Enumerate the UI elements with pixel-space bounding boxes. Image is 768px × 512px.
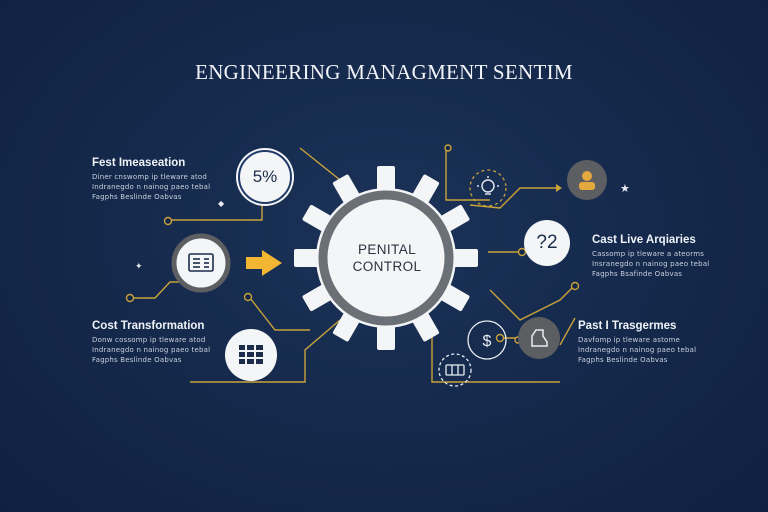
connector-top-right [445,148,490,201]
block-line: Davfomp ip tleware astome [578,336,681,344]
star-icon: ◆ [218,199,225,208]
connector-bottomleft [190,319,341,383]
node [495,333,505,343]
node [243,292,253,302]
cash-icon [445,364,465,376]
question-badge: ?2 [524,220,570,266]
document-icon [188,253,214,272]
connector-right-mid [489,285,575,321]
grid-icon [239,345,263,364]
dollar-icon-badge: $ [467,320,507,360]
block-line: Fagphs Beslinde Oabvas [92,356,182,364]
block-line: Fagphs Bsafinde Oabvas [592,270,683,278]
arrow-tip-icon [556,184,562,192]
arrow-right-icon [246,250,282,276]
block-heading: Fest Imeaseation [92,157,186,169]
hand-icon-badge [518,317,560,359]
block-heading: Cast Live Arqiaries [592,234,696,246]
connector-hand [559,317,576,346]
node [125,293,135,303]
hub-label-line2: CONTROL [352,259,422,274]
person-icon-badge [567,160,607,200]
block-line: Donw cossomp ip tleware atod [92,336,206,344]
text-block-top-left: Fest Imeaseation Diner cnswomp ip tlewar… [92,157,210,202]
block-line: Fagphs Beslinde Oabvas [578,356,668,364]
connector-grid-to-gear [249,297,310,331]
block-heading: Past I Trasgermes [578,320,677,332]
hub-label: PENITAL CONTROL [320,241,454,275]
block-line: Diner cnswomp ip tleware atod [92,173,208,181]
text-block-right-middle: Cast Live Arqiaries Cassomp ip tleware a… [592,234,709,279]
hand-icon [531,329,548,347]
connector-nodes [125,144,580,344]
connector-topleft-text [170,200,263,221]
block-line: Fagphs Beslinde Oabvas [92,193,182,201]
text-block-bottom-left: Cost Transformation Donw cossomp ip tlew… [92,320,210,365]
percent-badge: 5% [238,150,292,204]
block-line: Indranegdo n nainog paeo tebal [578,346,697,354]
gear-teeth [294,166,478,350]
connector-left-doc [130,281,185,299]
node [570,281,580,291]
dollar-icon: $ [483,333,492,350]
block-line: Indranegdo n nainog paeo tebal [92,346,211,354]
hub-label-line1: PENITAL [357,242,417,257]
block-line: Cassomp ip tleware a ateorms [592,250,705,258]
star-icon: ★ [620,182,630,195]
lightbulb-icon-badge [469,169,507,207]
central-gear [294,166,478,350]
connector-bottom-right [431,330,560,383]
lightbulb-icon [477,176,499,195]
star-icon: ✦ [135,262,143,272]
document-icon-badge [171,233,231,293]
block-line: Indranegdo n nainog paeo tebal [92,183,211,191]
block-line: Insranegdo n nainog paeo tebal [592,260,710,268]
node [163,216,173,226]
person-icon [579,171,595,190]
block-heading: Cost Transformation [92,320,205,332]
connector-lightbulb [469,187,556,209]
text-block-right-bottom: Past I Trasgermes Davfomp ip tleware ast… [578,320,696,365]
cash-icon-badge [438,353,472,387]
grid-icon-badge [225,329,277,381]
node [444,144,452,152]
diagram-title: ENGINEERING MANAGMENT SENTIM [195,60,573,84]
